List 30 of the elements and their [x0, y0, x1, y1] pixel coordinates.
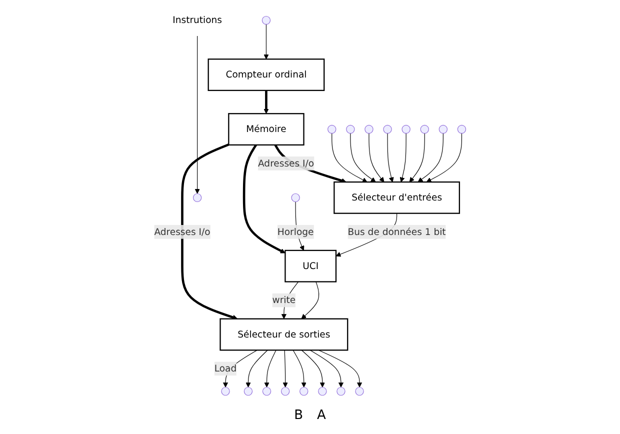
- arrow: [282, 350, 288, 388]
- block-box: Compteur ordinal: [208, 58, 325, 92]
- arrow: [301, 281, 320, 320]
- callout-text: Instrutions: [172, 14, 222, 26]
- arrow: [292, 350, 306, 388]
- block-box: Sélecteur d'entrées: [334, 181, 460, 214]
- arrow: [264, 350, 276, 388]
- arrow: [409, 133, 425, 182]
- bus-arrow: [264, 90, 269, 114]
- input-label: B: [294, 408, 303, 422]
- input-label: A: [317, 408, 326, 422]
- arrow: [318, 350, 362, 388]
- arrow: [368, 133, 384, 182]
- arrow: [418, 133, 444, 182]
- arrow: [310, 350, 344, 388]
- block-box: Sélecteur de sorties: [220, 318, 348, 351]
- block-box: Mémoire: [228, 113, 304, 146]
- arrow: [332, 133, 368, 182]
- leader-line: [194, 36, 200, 194]
- arrow: [264, 24, 269, 60]
- arrow: [400, 133, 406, 182]
- block-box: UCI: [284, 250, 337, 282]
- arrow: [281, 281, 299, 320]
- arrow: [426, 133, 462, 182]
- bus-arrow: [181, 144, 238, 320]
- arrow: [301, 350, 325, 388]
- arrow: [350, 133, 376, 182]
- bus-arrow: [242, 144, 286, 254]
- arrow: [387, 133, 394, 182]
- arrow: [246, 350, 268, 388]
